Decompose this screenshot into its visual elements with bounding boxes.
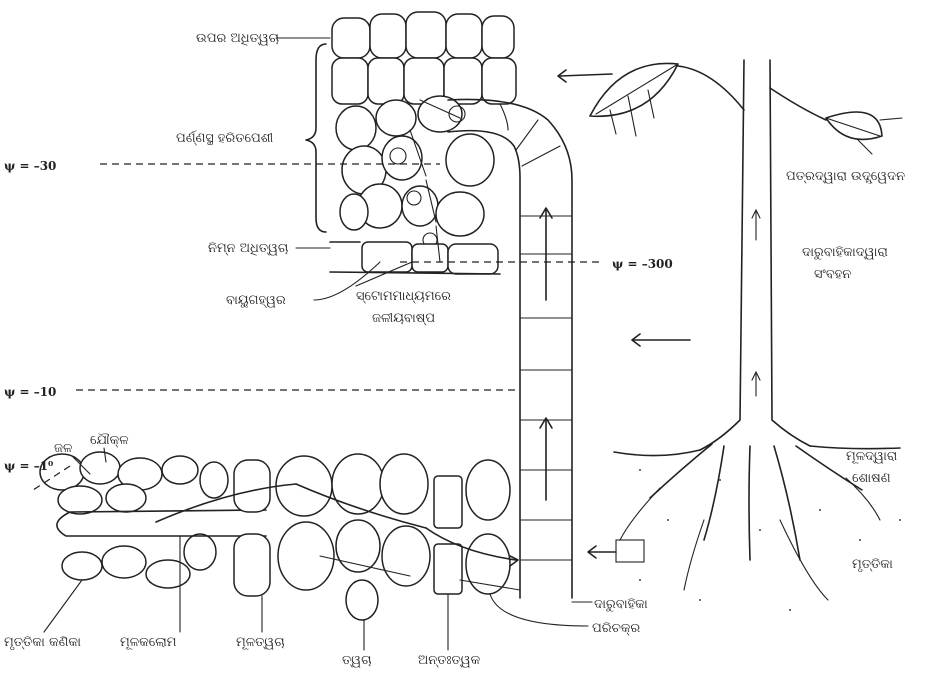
label-air-space: ବାୟୁଗହ୍ୱର xyxy=(226,293,286,309)
psi-stem: ψ = –10 xyxy=(4,385,56,399)
label-soil-particle: ମୃତ୍ତିକା କଣିକା xyxy=(4,635,81,650)
label-lower-epidermis: ନିମ୍ନ ଅଧିତ୍ୱଚା xyxy=(208,241,288,256)
plant-roots xyxy=(614,444,900,600)
label-leaf-transpiration: ପତ୍ରଦ୍ୱାରା ଉଦ୍ସ୍ୱେଦନ xyxy=(786,169,905,185)
label-cortex: ତ୍ୱଚା xyxy=(342,653,371,668)
label-root-hair: ମୂଳକଲୋମ xyxy=(120,635,177,651)
label-xylem-conduction-1: ଦାରୁବାହିକାଦ୍ୱାରା xyxy=(802,245,888,260)
label-endodermis: ଅନ୍ତଃତ୍ୱକ xyxy=(418,653,481,668)
label-upper-epidermis: ଉପର ଅଧିତ୍ୱଚା xyxy=(196,31,279,46)
label-soil: ମୃତ୍ତିକା xyxy=(852,557,893,572)
flow-arrows xyxy=(558,70,690,558)
label-stomata-vapour-2: ଜଳୀୟବାଷ୍ପ xyxy=(372,311,435,326)
label-root-absorption-2: ଶୋଷଣ xyxy=(852,471,891,486)
label-water: ଜଳ xyxy=(54,441,72,456)
label-pericycle: ପରିଚକ୍ର xyxy=(592,621,640,636)
psi-leaf: ψ = –30 xyxy=(4,159,56,173)
label-xylem-conduction-2: ସଂବହନ xyxy=(814,267,851,282)
psi-air: ψ = –300 xyxy=(612,257,673,271)
label-root-absorption-1: ମୂଳଦ୍ୱାରା xyxy=(846,449,897,465)
soil-particles xyxy=(40,452,228,588)
label-stomata-vapour-1: ସ୍ଟୋମମାଧ୍ୟମରେ xyxy=(356,289,451,304)
label-xylem: ଦାରୁବାହିକା xyxy=(594,597,648,612)
label-palisade: ପର୍ଣ୍ଣସ୍ଥ ହରିତପେଶୀ xyxy=(176,130,273,146)
magnify-box xyxy=(616,540,644,562)
right-leaf xyxy=(826,112,882,139)
psi-soil: ψ = –1⁰ xyxy=(4,459,53,473)
root-cells xyxy=(234,454,510,620)
upper-epidermis-cells xyxy=(332,12,516,104)
label-root-epidermis: ମୂଳତ୍ୱଚା xyxy=(236,635,285,651)
label-air: ଯୌକ୍ଳ xyxy=(90,433,129,448)
mesophyll-cells xyxy=(336,96,494,247)
leaf-cross-section xyxy=(306,12,516,274)
left-leaf xyxy=(590,63,678,116)
lower-epidermis-cells xyxy=(330,242,500,274)
